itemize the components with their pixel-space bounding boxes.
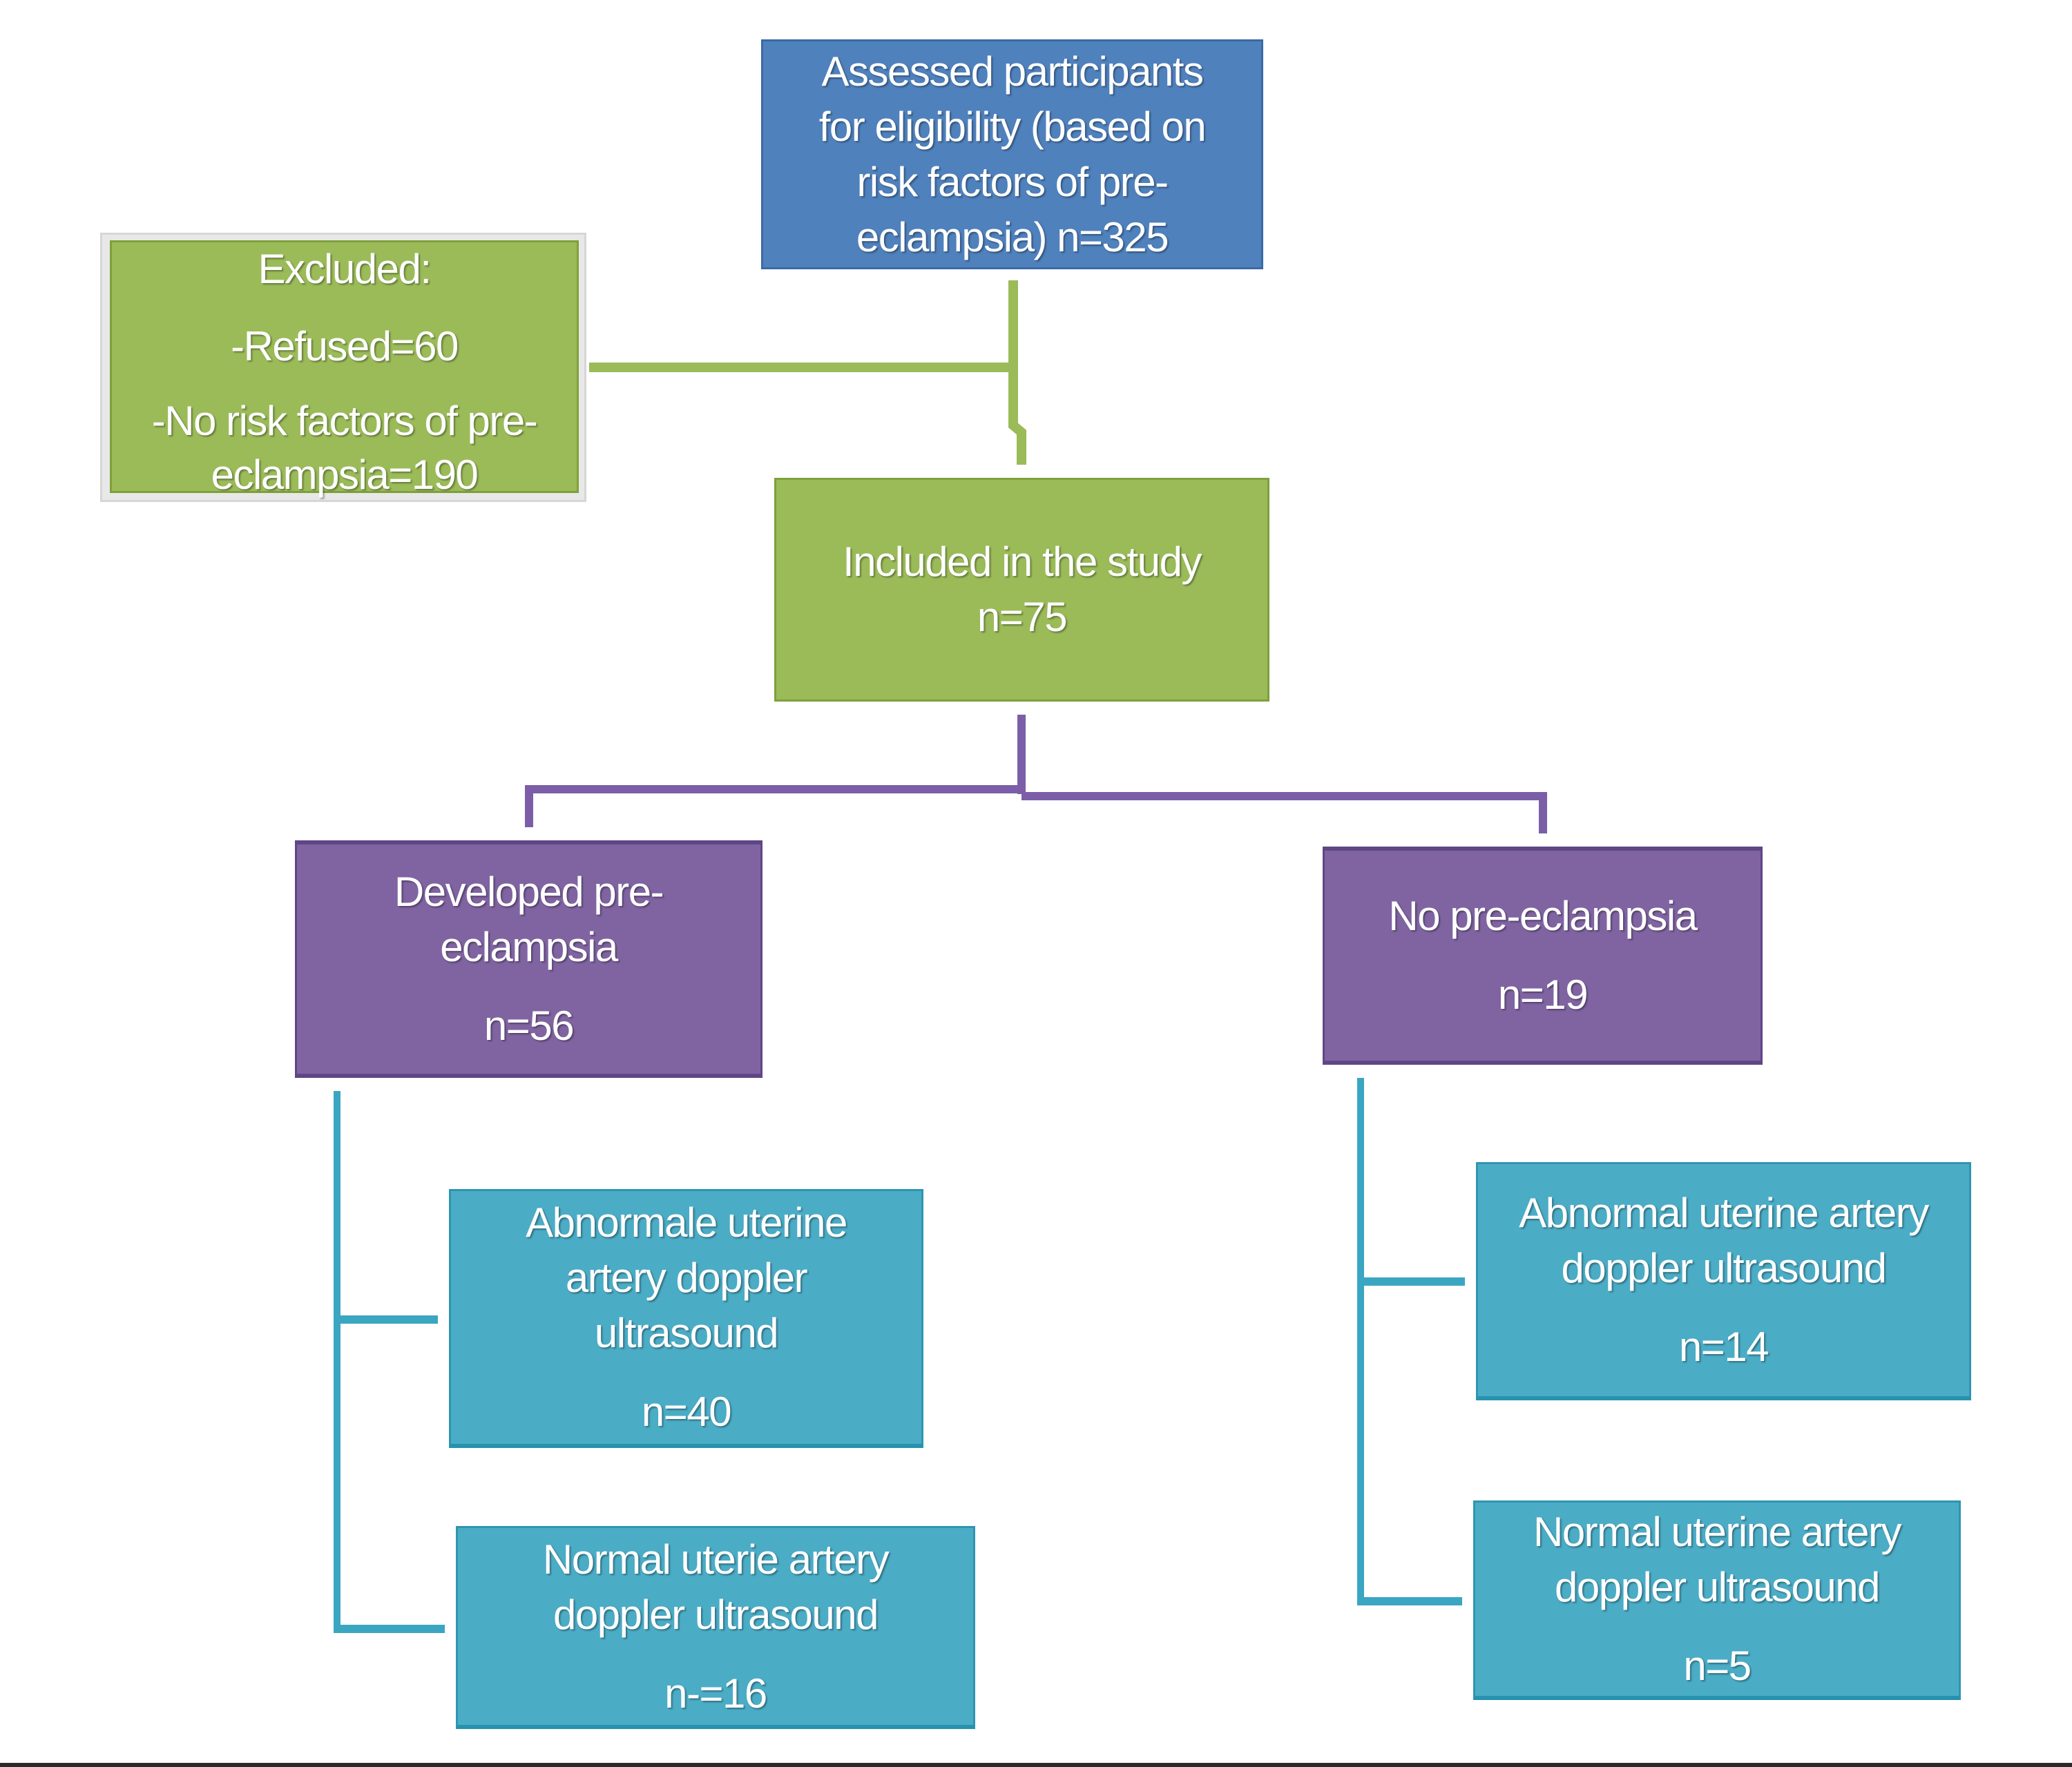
node-dev-abnormal-doppler: Abnormale uterine artery doppler ultraso…: [449, 1189, 923, 1448]
dev-normal-line2: doppler ultrasound: [553, 1591, 879, 1638]
nopre-abnormal-count: n=14: [1678, 1324, 1769, 1370]
no-preeclampsia-count: n=19: [1497, 972, 1589, 1018]
dev-normal-line1: Normal uterie artery: [542, 1536, 890, 1583]
dev-abnormal-line1: Abnormale uterine: [526, 1199, 847, 1246]
node-assessed: Assessed participants for eligibility (b…: [761, 39, 1263, 269]
connector-to-no-preeclampsia: [1021, 792, 1547, 833]
excluded-no-risk-line2: eclampsia=190: [211, 452, 479, 498]
developed-count: n=56: [483, 1003, 575, 1049]
node-excluded: Excluded: -Refused=60 -No risk factors o…: [110, 240, 579, 498]
node-included: Included in the study n=75: [774, 478, 1269, 702]
node-dev-normal-doppler: Normal uterie artery doppler ultrasound …: [456, 1526, 975, 1729]
nopre-abnormal-line1: Abnormal uterine artery: [1519, 1190, 1929, 1236]
nopre-normal-line2: doppler ultrasound: [1554, 1564, 1881, 1610]
excluded-no-risk-line1: -No risk factors of pre-: [151, 398, 538, 444]
dev-abnormal-count: n=40: [641, 1389, 732, 1435]
node-nopre-normal-doppler: Normal uterine artery doppler ultrasound…: [1473, 1500, 1961, 1700]
no-preeclampsia-label: No pre-eclampsia: [1388, 893, 1698, 939]
node-assessed-line: for eligibility (based on: [818, 103, 1207, 150]
nopre-normal-count: n=5: [1683, 1643, 1752, 1689]
bottom-border: [0, 1763, 2072, 1767]
included-count: n=75: [977, 594, 1068, 640]
dev-abnormal-line3: ultrasound: [594, 1310, 779, 1356]
connector-to-developed: [525, 785, 1021, 827]
nopre-normal-line1: Normal uterine artery: [1533, 1509, 1902, 1555]
excluded-refused: -Refused=60: [231, 323, 459, 369]
node-assessed-line: eclampsia) n=325: [856, 213, 1169, 260]
nopre-abnormal-line2: doppler ultrasound: [1561, 1245, 1887, 1291]
connector-assessed-to-included: [1008, 280, 1026, 465]
node-no-preeclampsia: No pre-eclampsia n=19: [1323, 847, 1763, 1065]
excluded-title: Excluded:: [258, 246, 432, 292]
dev-normal-count: n-=16: [664, 1670, 767, 1717]
node-developed-preeclampsia: Developed pre- eclampsia n=56: [295, 840, 762, 1078]
node-assessed-line: Assessed participants: [821, 48, 1204, 95]
node-assessed-line: risk factors of pre-: [856, 158, 1169, 205]
included-label: Included in the study: [843, 539, 1202, 585]
developed-line2: eclampsia: [440, 924, 618, 970]
node-nopre-abnormal-doppler: Abnormal uterine artery doppler ultrasou…: [1476, 1162, 1971, 1400]
developed-line1: Developed pre-: [394, 869, 664, 915]
dev-abnormal-line2: artery doppler: [565, 1255, 808, 1301]
